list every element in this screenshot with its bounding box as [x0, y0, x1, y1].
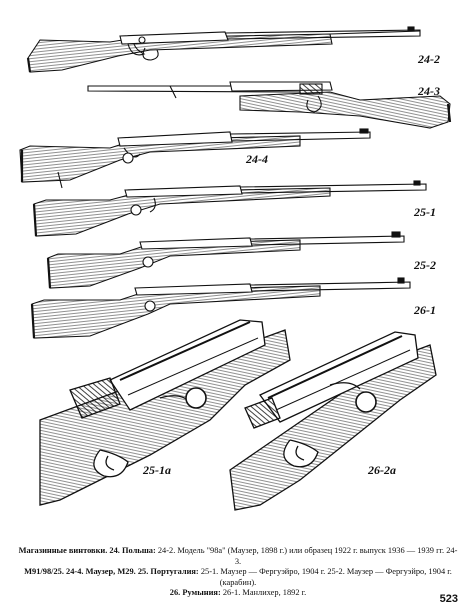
rifle-26-1	[30, 277, 411, 339]
rifles-drawing	[19, 26, 452, 511]
caption-line-1-lead: Магазинные винтовки. 24. Польша:	[18, 546, 156, 555]
figure-label-24-2: 24-2	[418, 52, 440, 66]
rifle-25-2	[46, 231, 405, 289]
figure-label-26-1: 26-1	[414, 303, 436, 317]
figure-caption: Магазинные винтовки. 24. Польша: 24-2. М…	[18, 546, 458, 599]
figure-label-26-2a: 26-2а	[368, 463, 396, 477]
rifle-25-1	[32, 180, 427, 237]
figure-label-25-1: 25-1	[414, 205, 436, 219]
figure-label-25-2: 25-2	[414, 258, 436, 272]
rifle-24-2	[26, 26, 421, 73]
rifle-24-4	[19, 128, 371, 189]
rifle-24-3	[87, 81, 452, 129]
page-number: 523	[439, 593, 458, 605]
detail-26-2a	[229, 331, 437, 511]
caption-line-2-lead: M91/98/25. 24-4. Маузер, M29. 25. Португ…	[24, 567, 199, 577]
detail-25-1a	[39, 319, 291, 506]
figure-label-24-4: 24-4	[246, 152, 268, 166]
caption-line-3-text: 26-1. Манлихер, 1892 г.	[220, 588, 307, 598]
rifle-illustration-plate: 24-2 24-3 24-4 25-1 25-2 26-1 25-1а 26-2…	[19, 26, 452, 511]
caption-line-3: 26. Румыния: 26-1. Манлихер, 1892 г.	[18, 588, 458, 599]
caption-line-1: Магазинные винтовки. 24. Польша: 24-2. М…	[18, 546, 458, 567]
caption-line-1-text: 24-2. Модель "98а" (Маузер, 1898 г.) или…	[155, 546, 458, 566]
caption-line-2: M91/98/25. 24-4. Маузер, M29. 25. Португ…	[18, 567, 458, 588]
figure-label-25-1a: 25-1а	[143, 463, 171, 477]
figure-label-24-3: 24-3	[418, 84, 440, 98]
caption-line-3-lead: 26. Румыния:	[169, 588, 221, 598]
caption-line-2-text: 25-1. Маузер — Фергуэйро, 1904 г. 25-2. …	[198, 567, 452, 587]
